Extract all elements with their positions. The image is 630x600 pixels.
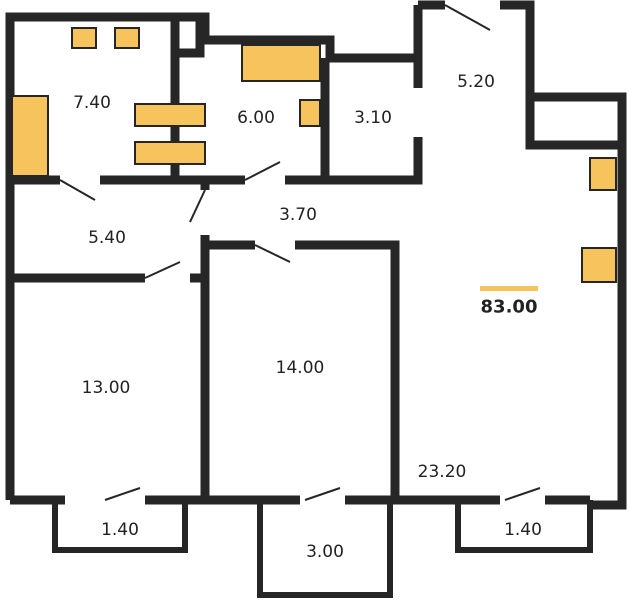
fixtures [11, 27, 617, 291]
bathtub-icon [11, 95, 49, 177]
room-area: 1.40 [101, 520, 139, 540]
room-area: 1.40 [504, 520, 542, 540]
room-area: 3.00 [306, 542, 344, 562]
kitchen-sink-icon [589, 157, 617, 191]
toilet-icon [134, 103, 206, 127]
toilet-icon [134, 141, 206, 165]
room-area: 7.40 [73, 93, 111, 113]
stove-icon [581, 247, 617, 283]
total-area: 83.00 [480, 296, 538, 318]
room-area: 13.00 [81, 378, 131, 398]
sink-icon [71, 27, 97, 49]
balconies [52, 500, 593, 598]
room-area: 14.00 [275, 358, 325, 378]
walls [5, 0, 627, 510]
room-area: 5.20 [457, 72, 495, 92]
sink-icon [299, 99, 321, 127]
room-area: 6.00 [237, 108, 275, 128]
sink-icon [114, 27, 140, 49]
room-area: 3.70 [279, 205, 317, 225]
room-area: 23.20 [417, 462, 467, 482]
total-area-bar [480, 286, 538, 291]
room-area: 3.10 [354, 108, 392, 128]
room-area: 5.40 [88, 228, 126, 248]
doors [59, 4, 541, 501]
bathtub-icon [241, 44, 321, 82]
